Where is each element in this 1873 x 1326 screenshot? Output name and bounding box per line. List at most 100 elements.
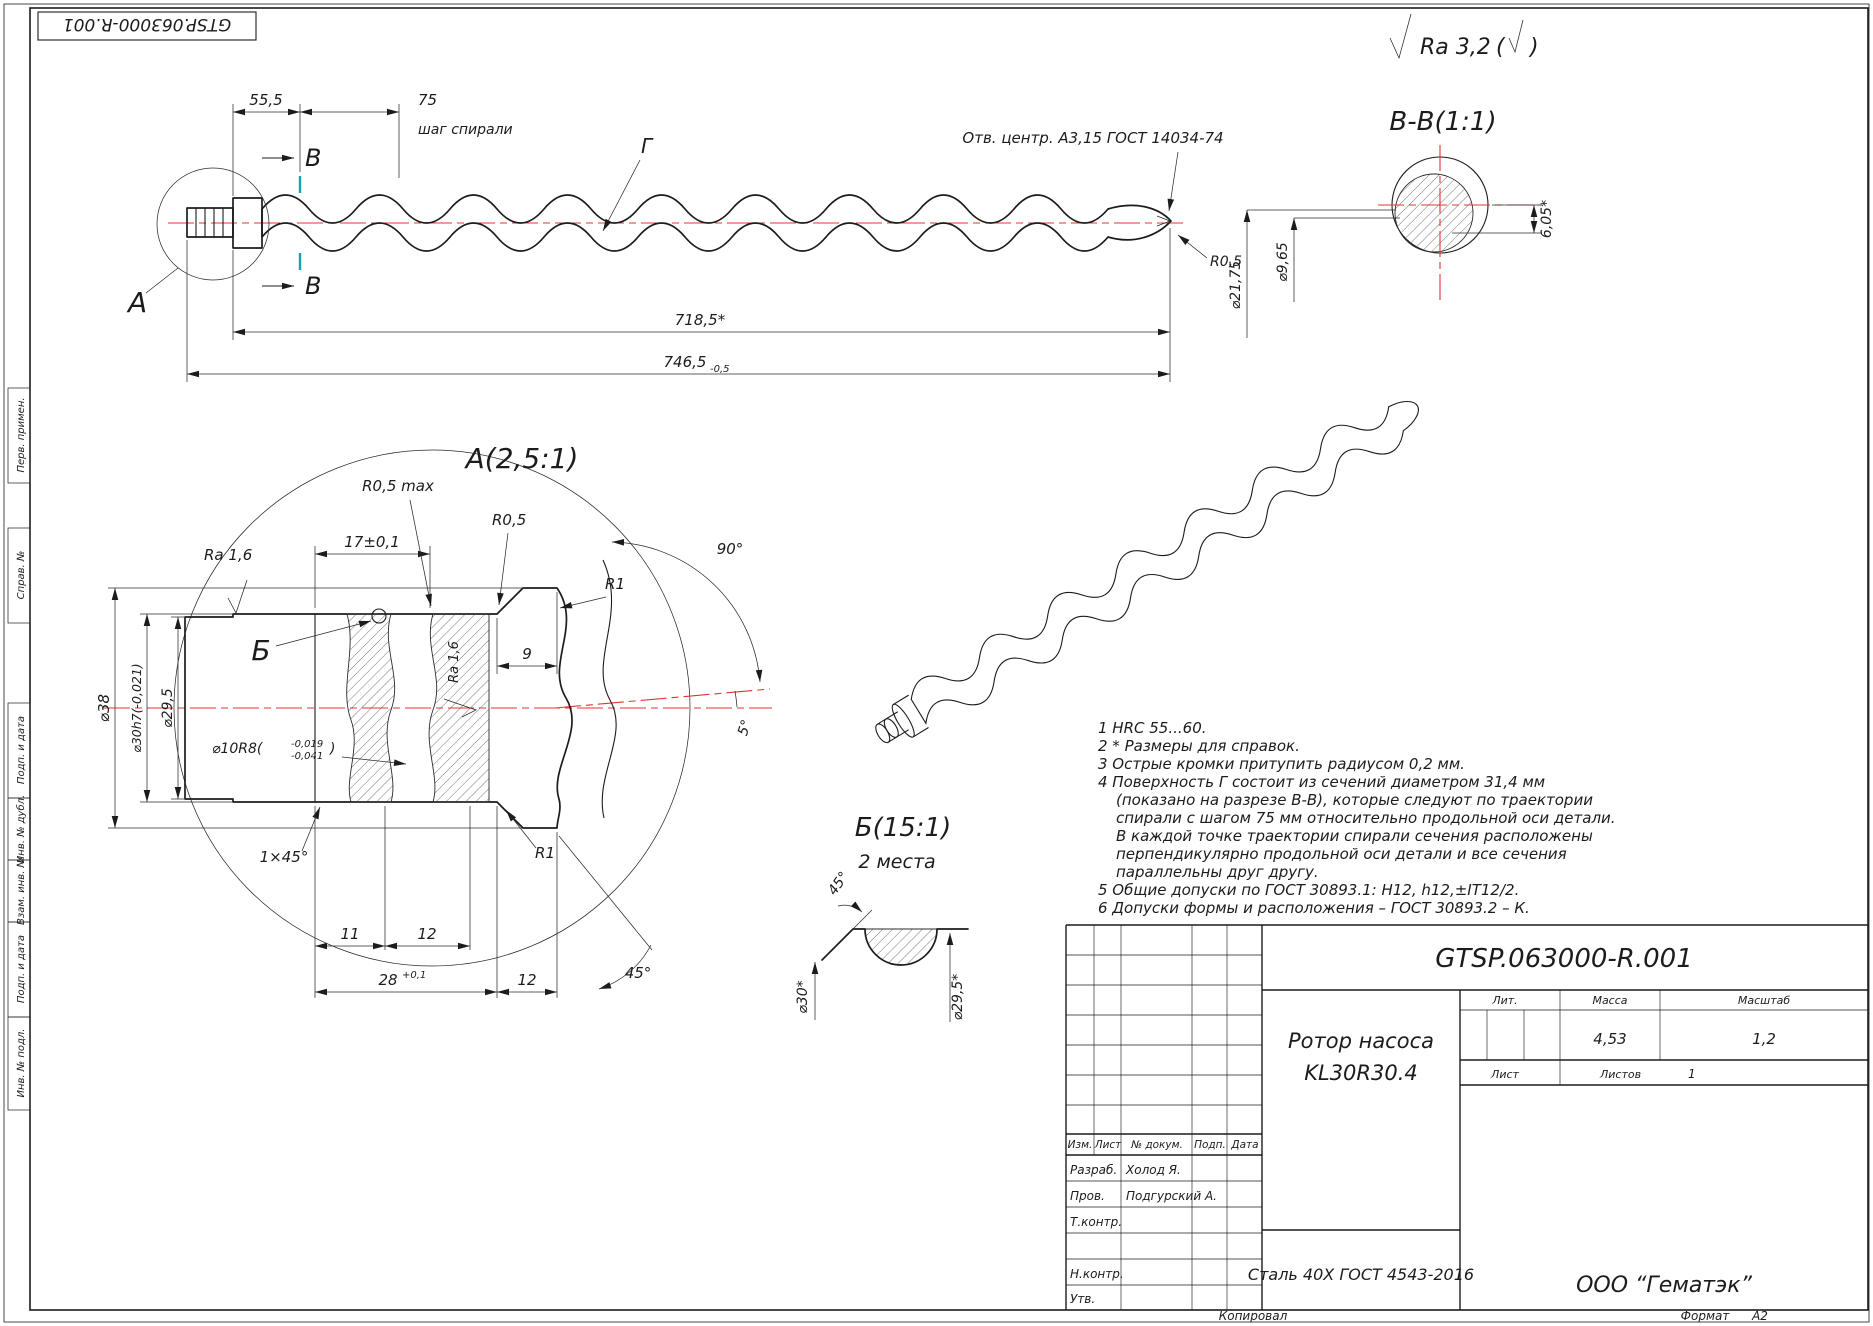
- tech-line: 4 Поверхность Г состоит из сечений диаме…: [1098, 773, 1545, 791]
- main-dimensions: 55,5 75 шаг спирали Г Отв. центр. А3,15 …: [126, 91, 1242, 382]
- prov-label: Пров.: [1070, 1189, 1105, 1203]
- stamp-rotated: GTSP.063000-R.001: [37, 11, 257, 41]
- main-view: В В 55,5 75 шаг спирали Г Отв. центр. А3…: [126, 91, 1242, 382]
- footer-row: Копировал Формат А2: [1219, 1309, 1768, 1323]
- tech-line: 1 HRC 55...60.: [1098, 719, 1207, 737]
- angle-45-b-arc: [837, 901, 863, 913]
- margin-label-sprav: Справ. №: [16, 551, 27, 600]
- r05-label: R0,5: [492, 511, 526, 529]
- massa-value: 4,53: [1593, 1030, 1626, 1048]
- detail-view-b: Б(15:1) 2 места 45° ⌀30* ⌀29,5*: [795, 813, 969, 1022]
- dim-9: 9: [522, 645, 532, 663]
- dim-75: 75: [418, 91, 437, 109]
- surface-finish-note: Ra 3,2 ( ): [1389, 13, 1539, 60]
- tip-radius-leader: [1177, 234, 1208, 259]
- angle-45: 45°: [625, 964, 652, 982]
- col-podp: Подп.: [1194, 1139, 1226, 1151]
- r05-max-label: R0,5 max: [362, 477, 434, 495]
- roughness-inner: Ra 1,6: [443, 641, 477, 718]
- groove-section-hatch: [864, 928, 938, 966]
- title-doc-number: GTSP.063000-R.001: [1435, 944, 1693, 974]
- outer-border: [3, 3, 1870, 1323]
- groove-hatch-right: [428, 613, 490, 803]
- ra16-inner: Ra 1,6: [447, 641, 462, 683]
- tech-line: 2 * Размеры для справок.: [1098, 737, 1300, 755]
- section-view-bb: В-В(1:1) 6,05* ⌀21,75 ⌀9,65: [1228, 107, 1555, 338]
- detail-view-a: А(2,5:1) 17±0,1 R0,5 max R0,5 Ra 1,6 90°…: [95, 442, 772, 998]
- dia-10r8-prefix: ⌀10R8(: [212, 741, 263, 757]
- margin-label-vzam: Взам. инв. №: [16, 857, 27, 925]
- massa-label: Масса: [1592, 994, 1627, 1007]
- sheet-frame: Перв. примен. Справ. № Подп. и дата Инв.…: [3, 3, 1870, 1323]
- dia-10r8-tol-bot: -0,041: [291, 751, 323, 762]
- detail-a-circle: [156, 167, 270, 281]
- center-hole-mark: [1156, 215, 1171, 227]
- detail-b-label: Б: [251, 634, 270, 667]
- dim-11: 11: [340, 925, 359, 943]
- margin-label-perv: Перв. примен.: [16, 397, 27, 472]
- detail-b-places: 2 места: [858, 851, 935, 873]
- format-value: А2: [1751, 1309, 1768, 1323]
- part-name-line1: Ротор насоса: [1288, 1029, 1434, 1053]
- tech-line: (показано на разрезе В-В), которые следу…: [1116, 791, 1593, 809]
- angle-90-arc: [611, 538, 763, 683]
- roughness-value: Ra 3,2: [1420, 35, 1491, 60]
- dia-10r8-tol-top: -0,019: [291, 739, 323, 750]
- prov-name: Подгурский А.: [1126, 1189, 1217, 1203]
- technical-requirements: 1 HRC 55...60. 2 * Размеры для справок. …: [1098, 719, 1616, 917]
- surface-g-leader: [602, 159, 641, 232]
- center-hole-note: Отв. центр. А3,15 ГОСТ 14034-74: [962, 129, 1223, 147]
- roughness-paren-open: (: [1496, 35, 1506, 60]
- tkontr-label: Т.контр.: [1070, 1215, 1122, 1229]
- tech-line: параллельны друг другу.: [1116, 863, 1319, 881]
- margin-column: Перв. примен. Справ. № Подп. и дата Инв.…: [7, 387, 31, 1111]
- section-label-bottom: В: [305, 272, 321, 300]
- shaft-stub-ridges: [195, 208, 224, 237]
- dim-12-left: 12: [417, 925, 436, 943]
- razrab-name: Холод Я.: [1125, 1163, 1181, 1177]
- detail-a-title: А(2,5:1): [464, 442, 579, 475]
- lit-label: Лит.: [1491, 994, 1517, 1007]
- angle-5: 5°: [735, 718, 755, 738]
- listov-value: 1: [1688, 1067, 1696, 1081]
- roughness-icon-inner: [443, 698, 477, 718]
- dia-38: ⌀38: [95, 694, 113, 722]
- dim-55-5: 55,5: [249, 91, 282, 109]
- tech-line: 3 Острые кромки притупить радиусом 0,2 м…: [1098, 755, 1465, 773]
- dim-746: 746,5: [664, 353, 707, 371]
- groove-hatch-left: [346, 613, 396, 803]
- section-bb-dimensions: 6,05* ⌀21,75 ⌀9,65: [1228, 200, 1555, 338]
- iso-collar-face: [891, 703, 915, 738]
- tech-line: 5 Общие допуски по ГОСТ 30893.1: Н12, h1…: [1098, 881, 1519, 899]
- utv-label: Утв.: [1070, 1292, 1095, 1306]
- section-bb-title: В-В(1:1): [1389, 107, 1496, 137]
- section-bb-cut: [1394, 173, 1474, 253]
- dia-29-5-b: ⌀29,5*: [950, 974, 966, 1021]
- screw-second-wave: [601, 559, 617, 819]
- r1-top: R1: [605, 575, 625, 593]
- detail-b-title: Б(15:1): [855, 813, 952, 843]
- dim-17: 17±0,1: [344, 533, 400, 551]
- tech-line: 6 Допуски формы и расположения – ГОСТ 30…: [1098, 899, 1530, 917]
- dia-10r8-suffix: ): [329, 741, 335, 757]
- section-label-top: В: [305, 144, 321, 172]
- iso-stub-lines: [876, 711, 910, 743]
- dia-30h7: ⌀30h7(-0,021): [129, 663, 144, 752]
- dim-28-tol: +0,1: [402, 970, 426, 981]
- dia-9-65: ⌀9,65: [1275, 242, 1291, 282]
- col-list: Лист: [1094, 1139, 1122, 1151]
- shaft-stub: [186, 207, 234, 238]
- detail-b-leader: [275, 620, 372, 647]
- listov-label: Листов: [1599, 1068, 1641, 1081]
- razrab-label: Разраб.: [1070, 1163, 1117, 1177]
- angle-90: 90°: [717, 540, 744, 558]
- title-block-grid: [1066, 925, 1868, 1310]
- dia-29-5: ⌀29,5: [160, 688, 176, 728]
- roughness-icon: [1389, 13, 1412, 60]
- iso-stub-ring: [883, 718, 899, 738]
- tech-line: В каждой точке траектории спирали сечени…: [1116, 827, 1593, 845]
- col-izm: Изм.: [1068, 1139, 1093, 1151]
- iso-collar-lines: [893, 694, 929, 738]
- margin-label-inv-dubl: Инв. № дубл.: [15, 795, 27, 863]
